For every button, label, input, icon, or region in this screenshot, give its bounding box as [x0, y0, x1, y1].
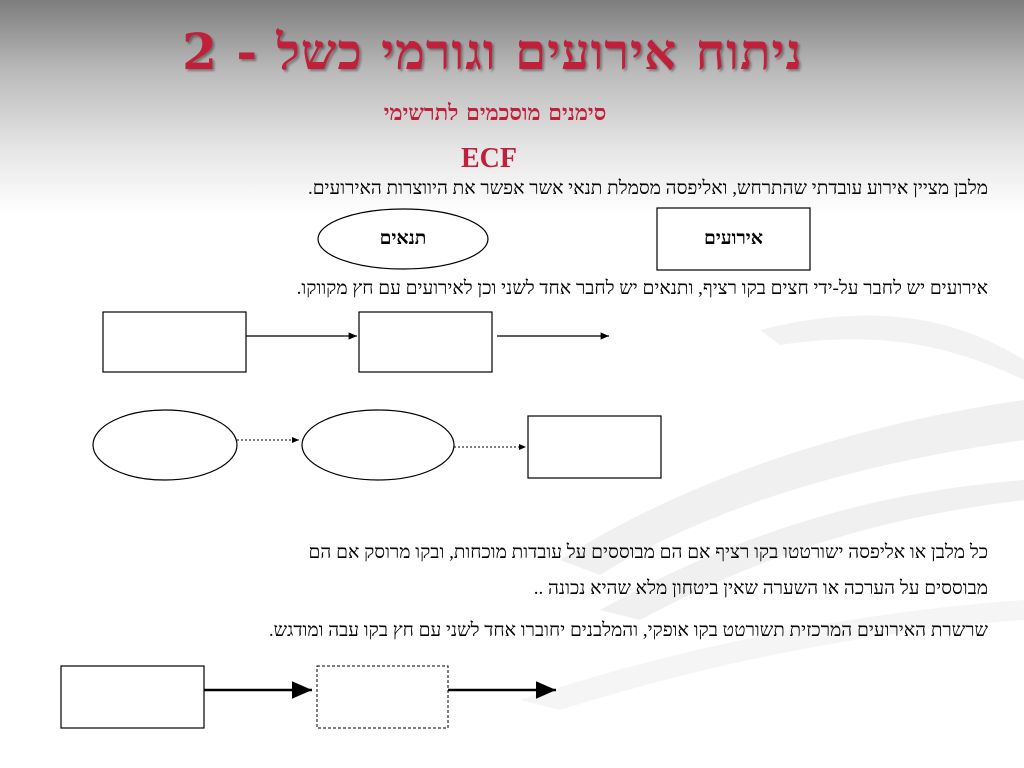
slide-title: ניתוח אירועים וגורמי כשל - 2 — [182, 22, 803, 81]
event-rectangle-1 — [102, 311, 247, 373]
paragraph-main-chain: שרשרת האירועים המרכזית תשורטט בקו אופקי,… — [268, 620, 988, 641]
event-rectangle-4 — [60, 665, 205, 729]
condition-ellipse-2 — [301, 409, 455, 481]
legend-event-rectangle — [656, 207, 811, 271]
legend-condition-label: תנאים — [379, 228, 427, 249]
slide-subtitle: סימנים מוסכמים לתרשימי — [383, 100, 607, 126]
legend-condition-ellipse — [317, 208, 489, 270]
condition-ellipse-1 — [92, 409, 238, 481]
paragraph-line-2: מבוססים על הערכה או השערה שאין ביטחון מל… — [533, 578, 988, 599]
estimated-event-rectangle — [316, 665, 449, 729]
legend-event-label: אירועים — [704, 228, 763, 249]
paragraph-arrow-rules: אירועים יש לחבר על-ידי חצים בקו רציף, ות… — [296, 278, 988, 299]
paragraph-line-style-rules: כל מלבן או אליפסה ישורטטו בקו רציף אם הם… — [309, 535, 988, 607]
event-rectangle-3 — [527, 415, 662, 479]
paragraph-shapes-meaning: מלבן מציין אירוע עובדתי שהתרחש, ואליפסה … — [307, 178, 988, 199]
slide-acronym: ECF — [461, 143, 517, 174]
paragraph-line-1: כל מלבן או אליפסה ישורטטו בקו רציף אם הם… — [308, 542, 988, 563]
event-rectangle-2 — [358, 311, 493, 373]
